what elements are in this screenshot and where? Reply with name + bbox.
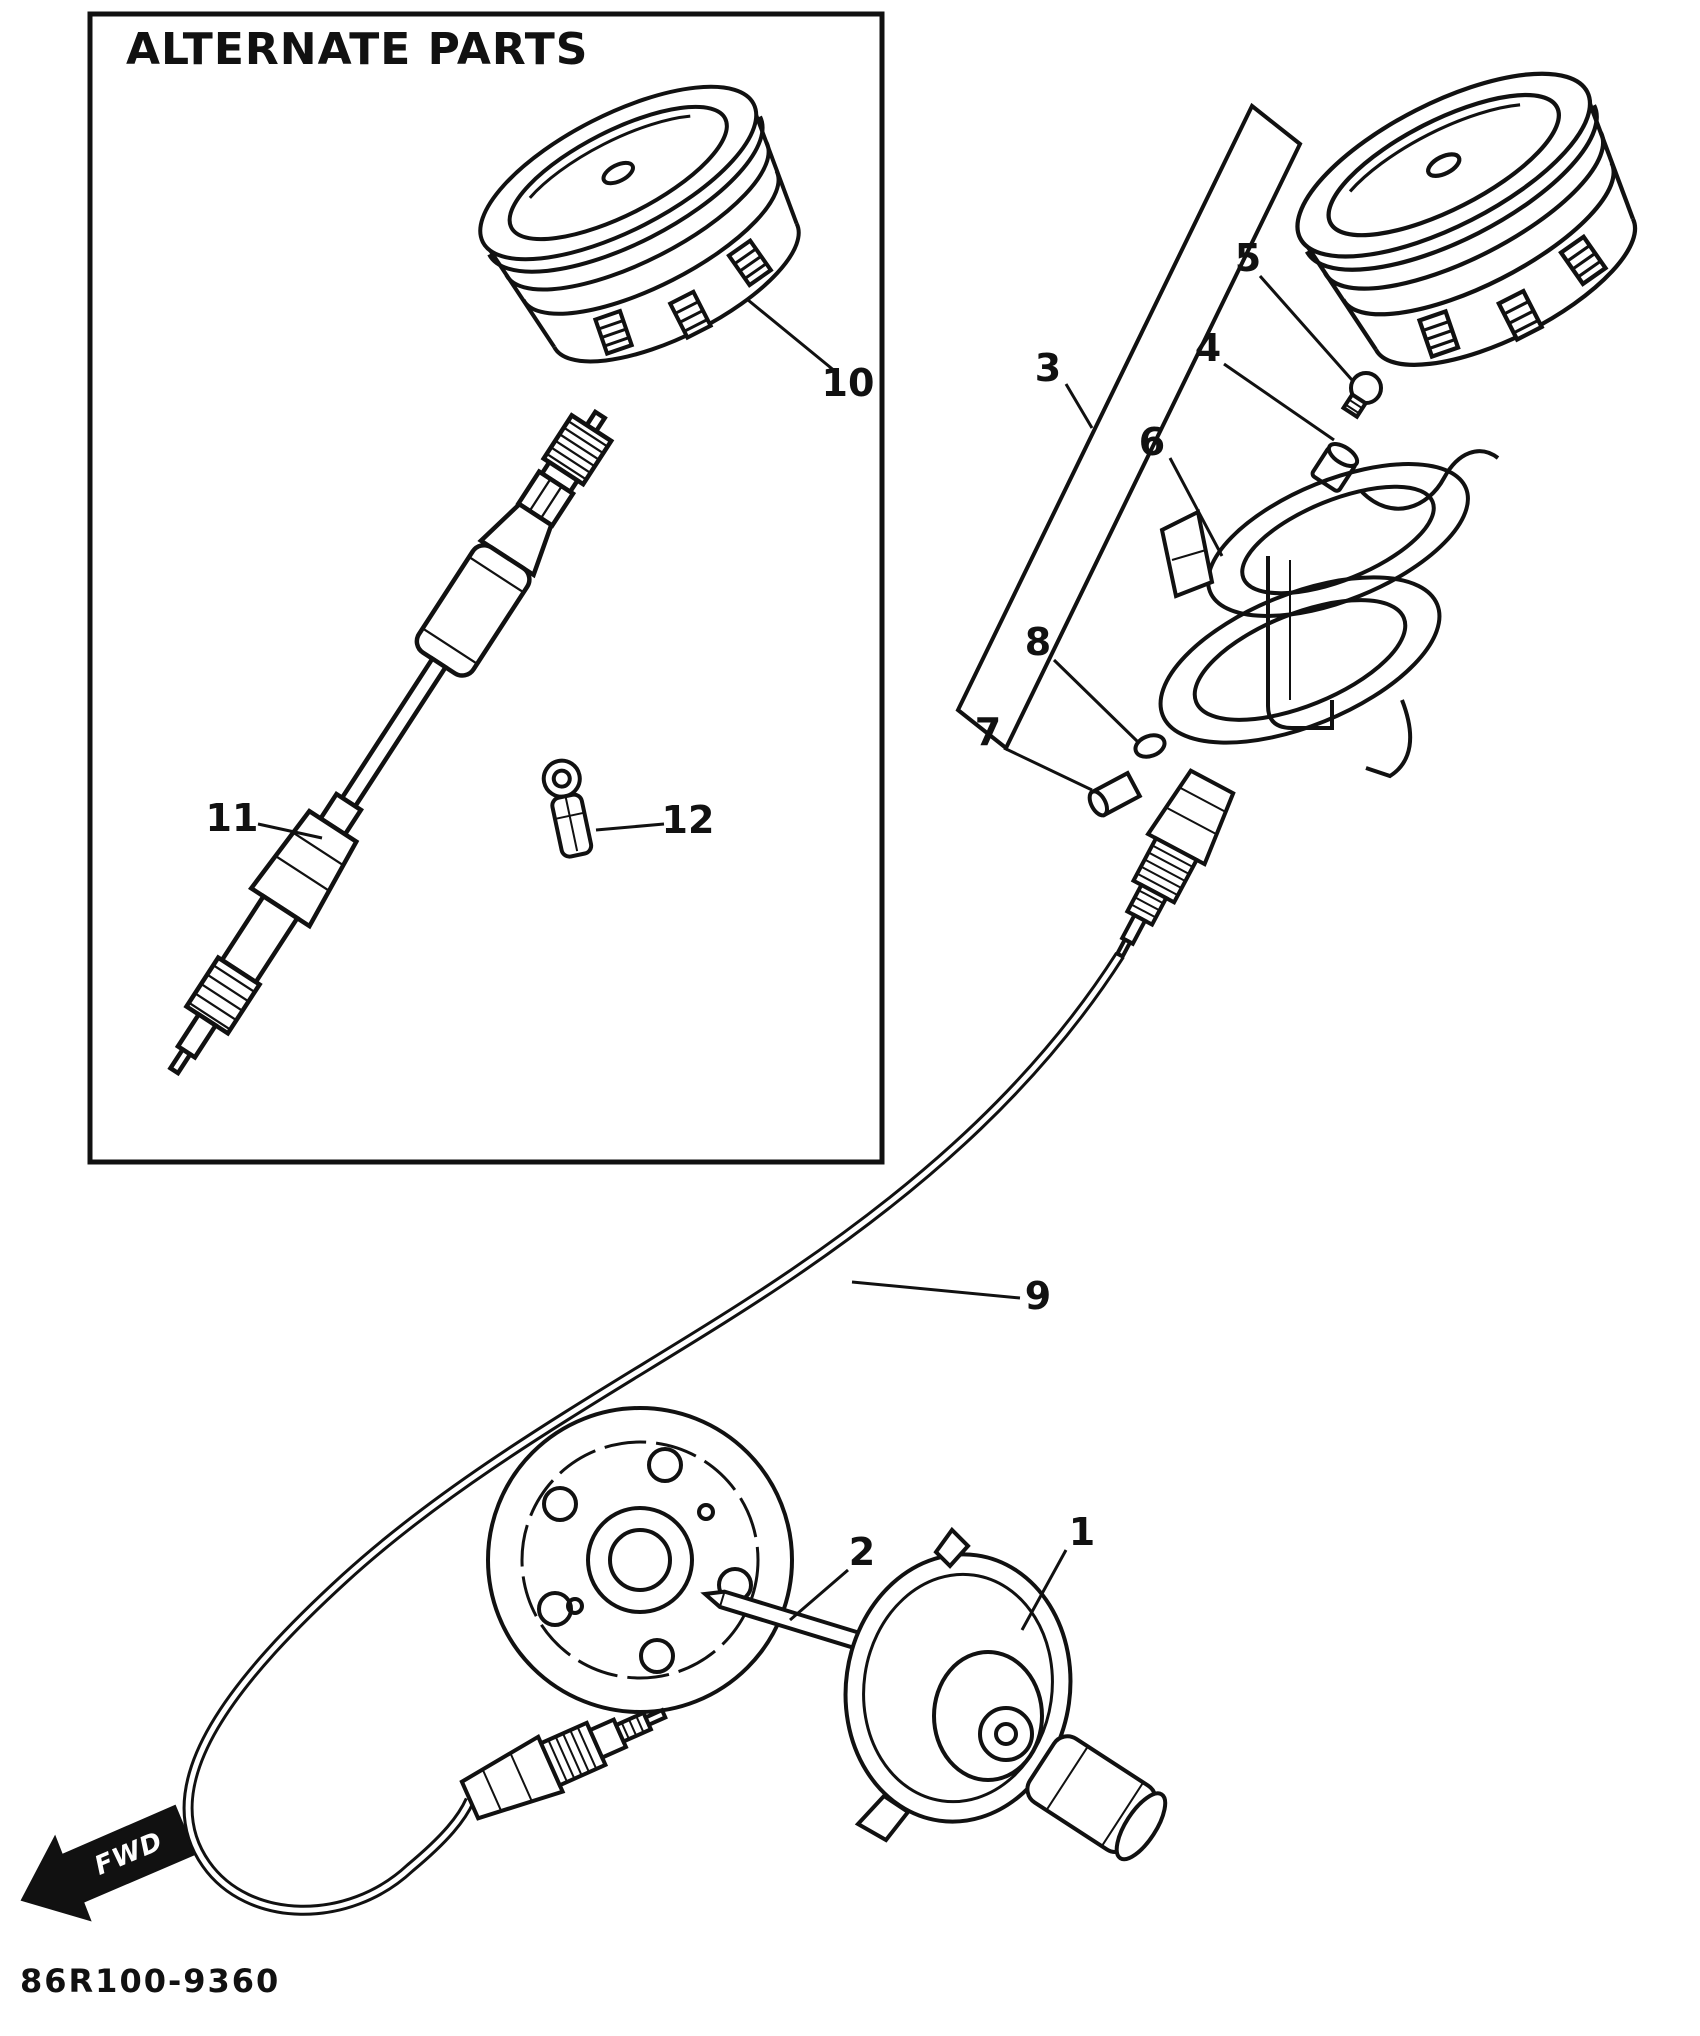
callout-6: 6 (1138, 420, 1166, 464)
trim-ring-drawings (1158, 462, 1470, 779)
bracket-drawings (1159, 509, 1334, 730)
mounting-plate-drawing (955, 102, 1303, 752)
cable-upper-connector-drawing (1114, 768, 1236, 960)
callout-12: 12 (661, 798, 715, 842)
wheel-hub-drawing (486, 1406, 794, 1714)
callout-1: 1 (1068, 1510, 1096, 1554)
alternate-cable-drawing (167, 408, 615, 1077)
callout-10: 10 (821, 361, 875, 405)
ferrule-drawing (1087, 770, 1143, 818)
alternate-gauge-drawing (454, 50, 837, 403)
clip-drawing (541, 758, 594, 859)
cap-drawing (1133, 733, 1167, 759)
callout-2: 2 (848, 1530, 876, 1574)
part-code: 86R100-9360 (20, 1962, 281, 2000)
alternate-parts-box (87, 11, 885, 1165)
callout-3: 3 (1034, 346, 1062, 390)
callout-8: 8 (1024, 620, 1052, 664)
fwd-arrow-icon (20, 1804, 197, 1922)
callout-9: 9 (1024, 1274, 1052, 1318)
speedometer-drive-unit-drawing (843, 1526, 1168, 1862)
callout-11: 11 (205, 796, 259, 840)
callout-4: 4 (1194, 326, 1222, 370)
alternate-parts-title: ALTERNATE PARTS (126, 24, 589, 75)
callout-5: 5 (1234, 236, 1262, 280)
callout-7: 7 (974, 710, 1002, 754)
speedometer-cable-drawing (182, 952, 1125, 1916)
main-gauge-drawing (1272, 37, 1673, 406)
leader-lines (257, 275, 1354, 1631)
bulb-drawing (1340, 371, 1383, 420)
cable-lower-connector-drawing (459, 1707, 668, 1821)
